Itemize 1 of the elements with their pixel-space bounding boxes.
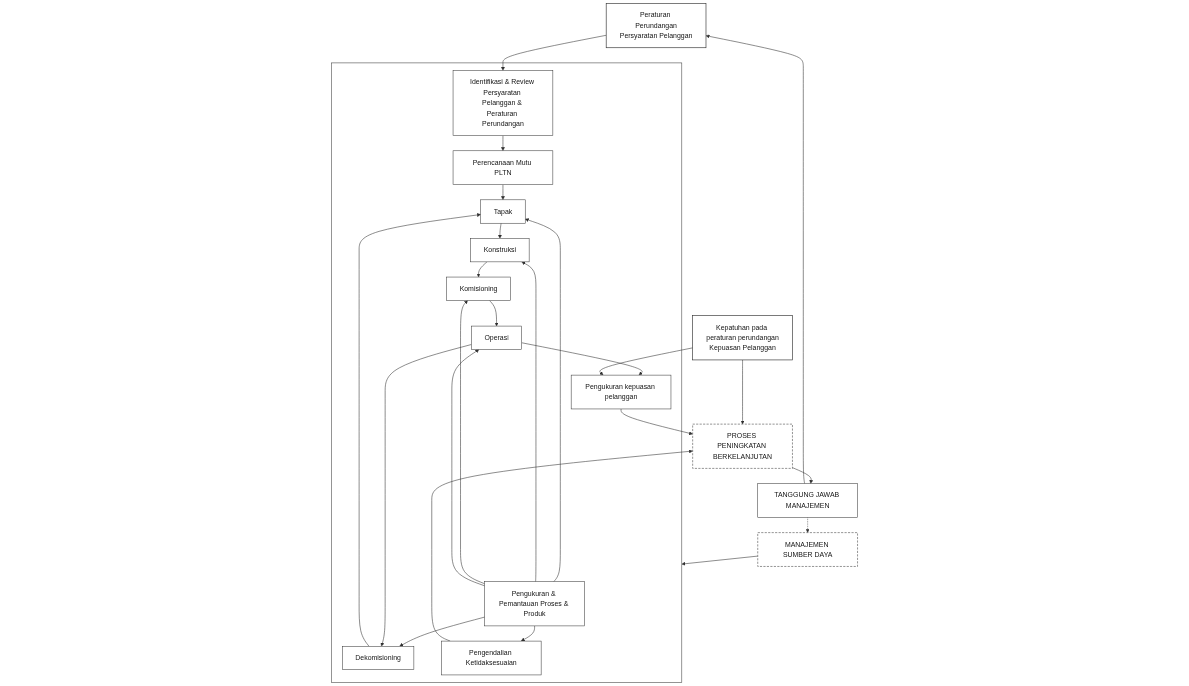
cluster xyxy=(331,62,683,683)
